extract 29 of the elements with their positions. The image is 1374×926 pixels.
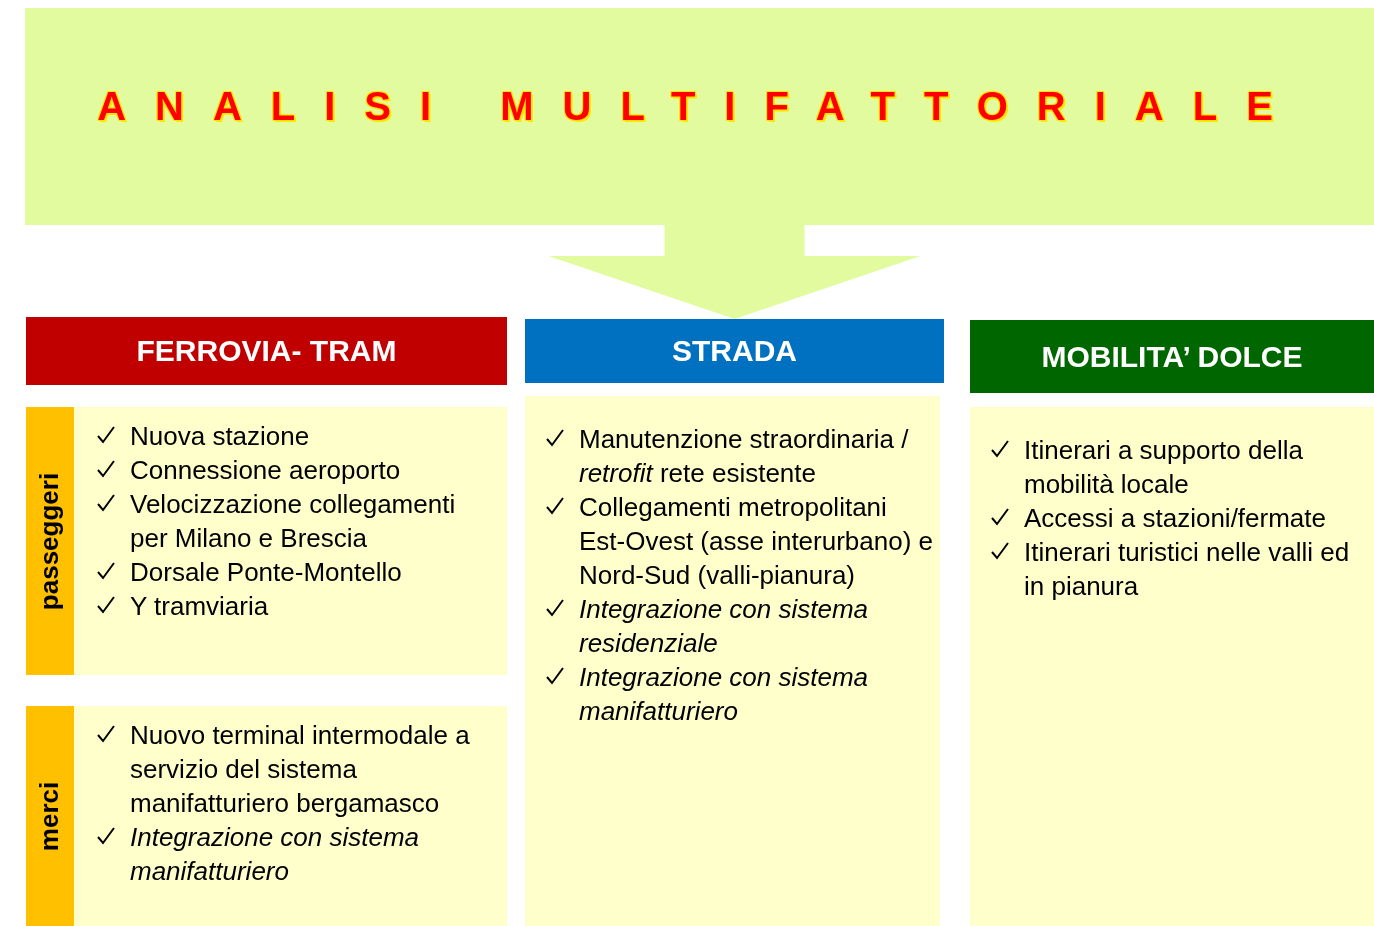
list-item: Y tramviaria [130, 590, 269, 623]
tab-label: merci [34, 781, 66, 851]
block-arrow [548, 225, 921, 319]
list-item: Integrazione con sistema residenziale [579, 593, 870, 660]
list-item: Dorsale Ponte-Montello [130, 556, 402, 589]
column-header [970, 320, 1374, 393]
list-item: Itinerari a supporto della mobilità locale [1024, 434, 1304, 501]
list-item: Collegamenti metropolitani Est-Ovest (asse interurbano) e Nord-Sud (valli-pianura) [579, 491, 935, 592]
content-panel [970, 407, 1374, 926]
list-item: Velocizzazione collegamenti per Milano e Brescia [130, 488, 457, 555]
list-item: Itinerari turistici nelle valli ed in pianura [1024, 536, 1351, 603]
list-item: Accessi a stazioni/fermate [1024, 502, 1326, 535]
column-header [525, 319, 944, 383]
content-panel [26, 706, 507, 926]
column-header [26, 317, 507, 385]
list-item: Connessione aeroporto [130, 454, 401, 487]
title-text: ANALISI MULTIFATTORIALE [96, 84, 1303, 129]
header-text: STRADA [672, 334, 797, 368]
tab-label: passeggeri [34, 472, 66, 610]
list-item: Integrazione con sistema manifatturiero [130, 821, 421, 888]
list-item: Integrazione con sistema manifatturiero [579, 661, 870, 728]
header-text: MOBILITA’ DOLCE [1041, 339, 1303, 374]
content-panel [26, 407, 507, 675]
header-text: FERROVIA- TRAM [136, 334, 397, 368]
list-item: Manutenzione straordinaria / retrofit rete esistente [579, 423, 910, 490]
list-item: Nuova stazione [130, 420, 310, 453]
list-item: Nuovo terminal intermodale a servizio del sistema manifatturiero bergamasco [130, 719, 471, 820]
content-panel [525, 396, 940, 926]
title-band [25, 8, 1374, 225]
